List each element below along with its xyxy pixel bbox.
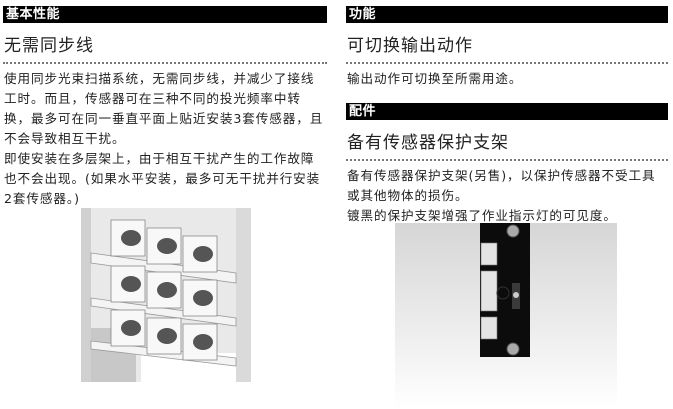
shelf-installation-image	[81, 208, 251, 382]
dotted-divider	[3, 62, 327, 64]
paragraph: 使用同步光束扫描系统，无需同步线，并减少了接线工时。而且，传感器可在三种不同的投…	[4, 71, 324, 146]
dotted-divider	[346, 159, 668, 161]
subtitle-switchable-output: 可切换输出动作	[347, 36, 473, 56]
section-header-basic-performance: 基本性能	[3, 6, 327, 23]
body-text-accessories: 备有传感器保护支架(另售)，以保护传感器不受工具或其他物体的损伤。 镀黑的保护支…	[346, 166, 668, 226]
section-header-function: 功能	[346, 6, 668, 23]
protective-bracket-image	[395, 223, 617, 409]
paragraph: 镀黑的保护支架增强了作业指示灯的可见度。	[347, 208, 617, 223]
paragraph: 备有传感器保护支架(另售)，以保护传感器不受工具或其他物体的损伤。	[347, 168, 656, 203]
right-column: 功能 可切换输出动作 输出动作可切换至所需用途。 配件 备有传感器保护支架 备有…	[346, 0, 668, 226]
subtitle-no-sync-wire: 无需同步线	[4, 36, 94, 56]
body-text-function: 输出动作可切换至所需用途。	[346, 69, 668, 89]
dotted-divider	[346, 62, 668, 64]
subtitle-protective-bracket: 备有传感器保护支架	[347, 133, 509, 153]
left-column: 基本性能 无需同步线 使用同步光束扫描系统，无需同步线，并减少了接线工时。而且，…	[3, 0, 327, 209]
section-header-accessories: 配件	[346, 103, 668, 120]
body-text-no-sync-wire: 使用同步光束扫描系统，无需同步线，并减少了接线工时。而且，传感器可在三种不同的投…	[3, 69, 327, 209]
paragraph: 即使安装在多层架上，由于相互干扰产生的工作故障也不会出现。(如果水平安装，最多可…	[4, 151, 321, 206]
paragraph: 输出动作可切换至所需用途。	[347, 71, 523, 86]
